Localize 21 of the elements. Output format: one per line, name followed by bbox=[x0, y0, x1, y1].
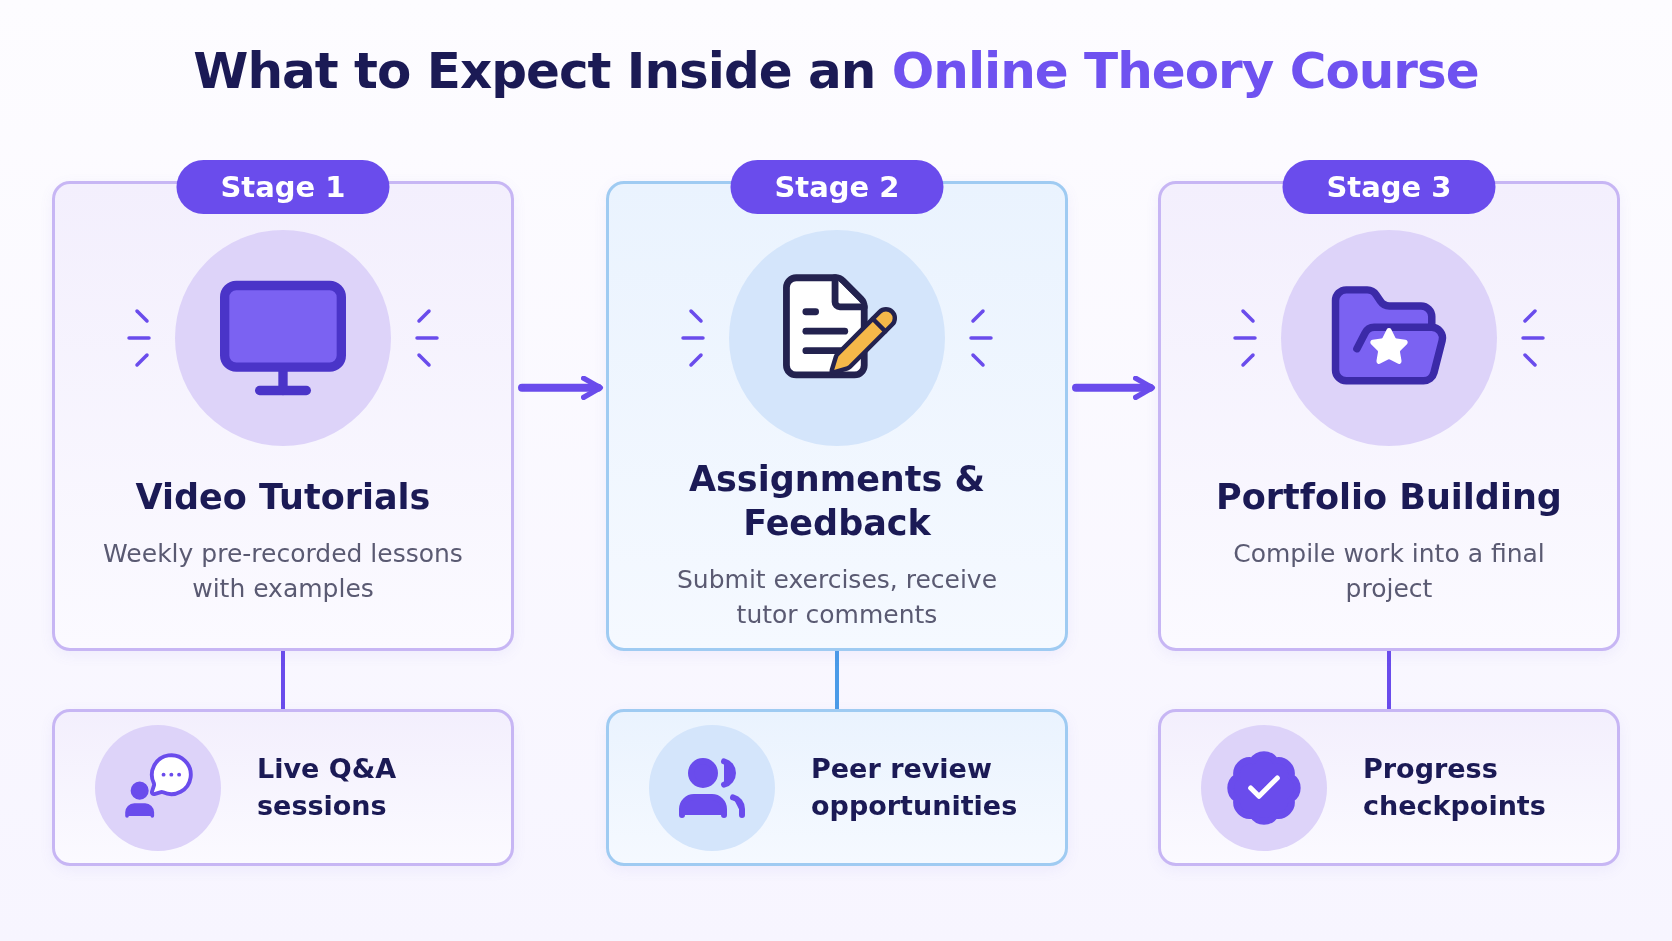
feature-card bbox=[606, 709, 1068, 866]
card-title: Assignments & Feedback bbox=[687, 458, 987, 545]
stage-badge: Stage 1 bbox=[176, 160, 390, 214]
card-title: Portfolio Building bbox=[1215, 476, 1563, 519]
feature-text: Live Q&A sessions bbox=[257, 752, 398, 823]
feature-text: Peer review opportunities bbox=[811, 752, 1019, 823]
stage-badge: Stage 2 bbox=[730, 160, 944, 214]
card-description: Weekly pre-recorded lessons with examples bbox=[102, 537, 464, 605]
connector-line bbox=[281, 649, 285, 711]
card-title: Video Tutorials bbox=[134, 476, 432, 519]
card-description: Submit exercises, receive tutor comments bbox=[675, 563, 999, 631]
arrow bbox=[518, 375, 604, 401]
arrow bbox=[1072, 375, 1156, 401]
feature-card bbox=[1158, 709, 1620, 866]
connector-line bbox=[1387, 649, 1391, 711]
feature-text: Progress checkpoints bbox=[1363, 752, 1547, 823]
card-description: Compile work into a final project bbox=[1232, 537, 1546, 605]
connector-line bbox=[835, 649, 839, 711]
title: What to Expect Inside an Online Theory Course bbox=[192, 42, 1480, 100]
stage-badge: Stage 3 bbox=[1282, 160, 1496, 214]
feature-card bbox=[52, 709, 514, 866]
